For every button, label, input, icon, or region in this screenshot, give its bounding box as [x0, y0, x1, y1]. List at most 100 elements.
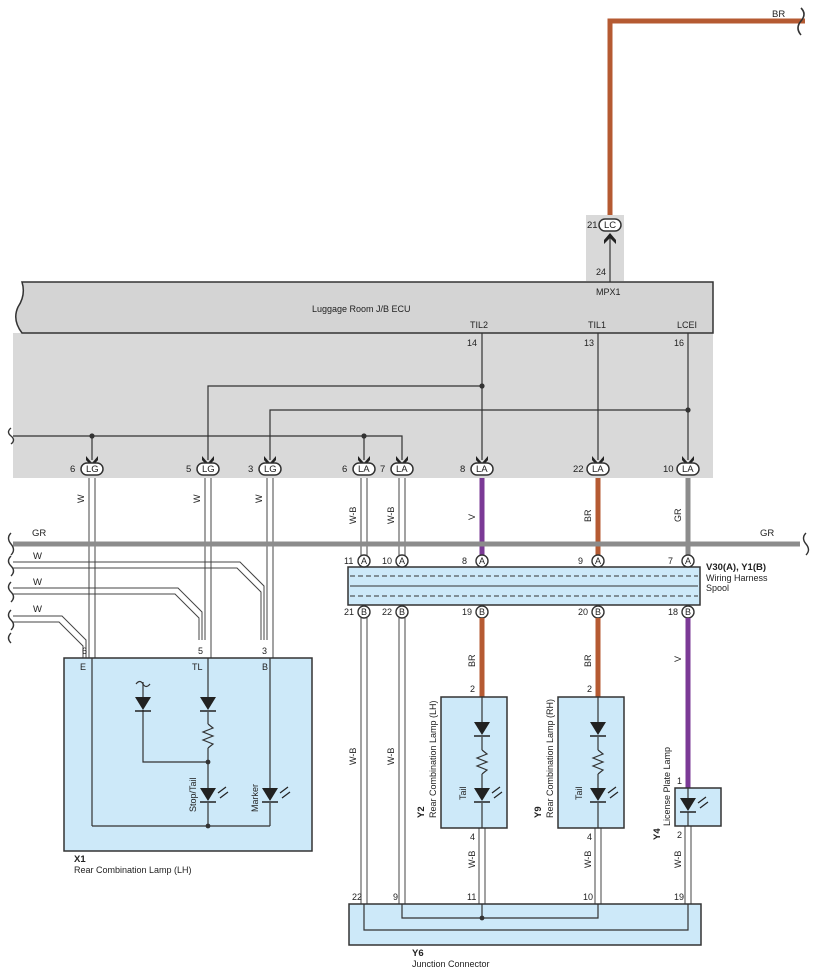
br-supply-wire: BR: [607, 7, 805, 222]
y6-id: Y6: [412, 948, 424, 959]
ecu-connector-num: 6: [70, 464, 75, 475]
ecu-pin-label-til1: TIL1: [588, 320, 606, 330]
ecu-connector-la-7: LA 7: [380, 456, 414, 476]
spool-bottom-pin-19: B19: [462, 605, 489, 619]
gr-bus-line: GR GR: [7, 528, 810, 556]
ecu-connector-code: LA: [396, 464, 408, 475]
y2-pin-top: 2: [470, 684, 475, 694]
y6-pin-10: 10: [583, 892, 593, 902]
ecu-connector-num: 7: [380, 464, 385, 475]
spool-pin-code: A: [399, 556, 405, 566]
wire-label-7: BR: [583, 509, 593, 522]
gr-left-label: GR: [32, 528, 46, 539]
y6-junction-connector: 22 9 11 10 19 Y6 Junction Connector: [348, 892, 702, 969]
spool-top-pin-11: A11: [344, 554, 371, 568]
ecu-pin-label-lcei: LCEI: [677, 320, 697, 330]
ecu-connector-code: LA: [476, 464, 488, 475]
ecu-pin-num-13: 13: [584, 338, 594, 348]
wire-label-y4-v: V: [673, 656, 683, 662]
x1-name: Rear Combination Lamp (LH): [74, 865, 192, 875]
ecu-connector-la-8: LA 8: [460, 456, 494, 476]
spool-pin-num: 10: [382, 556, 392, 566]
ecu-connector-code: LG: [86, 464, 99, 475]
wiring-harness-spool: V30(A), Y1(B) Wiring Harness Spool: [347, 562, 768, 606]
w-feed-label-2: W: [33, 577, 42, 588]
y4-pin-bottom: 2: [677, 830, 682, 840]
wire-label-wb-5: W-B: [673, 851, 683, 868]
ecu-connector-num: 8: [460, 464, 465, 475]
ecu-pin-num-14: 14: [467, 338, 477, 348]
ecu-connector-num: 22: [573, 464, 584, 475]
x1-bulb-stop-tail: Stop/Tail: [188, 777, 198, 812]
spool-title: V30(A), Y1(B): [706, 562, 766, 573]
ecu-pin-num-16: 16: [674, 338, 684, 348]
spool-pin-code: B: [595, 607, 601, 617]
ecu-connector-la-6: LA6: [342, 456, 376, 476]
x1-pin-num-6: 6: [82, 646, 87, 656]
spool-bottom-pin-20: B20: [578, 605, 605, 619]
wire-label-5: W-B: [386, 507, 396, 524]
ecu-connector-code: LG: [202, 464, 215, 475]
x1-rear-combination-lamp: 6 5 3 E TL B Stop/: [63, 646, 313, 875]
spool-line2: Spool: [706, 583, 729, 593]
wire-label-y2-br: BR: [467, 654, 477, 667]
ecu-pin-label-til2: TIL2: [470, 320, 488, 330]
w-feed-label-3: W: [33, 604, 42, 615]
y9-pin-bottom: 4: [587, 832, 592, 842]
y6-pin-9: 9: [393, 892, 398, 902]
x1-pin-label-b: B: [262, 662, 268, 672]
y9-bulb: Tail: [574, 786, 584, 800]
y6-name: Junction Connector: [412, 959, 490, 969]
wire-label-wb-1: W-B: [348, 748, 358, 765]
ecu-connector-code: LA: [682, 464, 694, 475]
spool-top-pin-10: A 10: [382, 554, 409, 568]
spool-pin-code: B: [361, 607, 367, 617]
spool-pin-num: 9: [578, 556, 583, 566]
y6-pin-11: 11: [467, 892, 476, 902]
spool-pin-num: 22: [382, 607, 392, 617]
ecu-connector-lg-5: LG 5: [186, 456, 220, 476]
spool-pin-code: B: [399, 607, 405, 617]
spool-pin-code: B: [685, 607, 691, 617]
spool-pin-num: 19: [462, 607, 472, 617]
ecu-top-pin-label: MPX1: [596, 287, 621, 297]
spool-pin-code: A: [479, 556, 485, 566]
y9-id: Y9: [533, 806, 544, 818]
top-connector-num: 21: [587, 220, 598, 231]
ecu-connector-num: 6: [342, 464, 347, 475]
x1-id: X1: [74, 854, 86, 865]
wire-label-6: V: [467, 514, 477, 520]
wire-label-4: W-B: [348, 507, 358, 524]
x1-pin-label-e: E: [80, 662, 86, 672]
x1-pin-num-3: 3: [262, 646, 267, 656]
wires-spool-to-lamps: BR BR V W-B W-B W-B W-B W-B: [348, 618, 692, 930]
y2-bulb: Tail: [458, 786, 468, 800]
spool-bottom-pin-18: B 18: [668, 605, 695, 619]
wires-ecu-to-spool: W W W W-B W-B V BR GR: [76, 478, 691, 658]
spool-pin-code: A: [685, 556, 691, 566]
spool-pin-code: A: [361, 556, 367, 566]
wire-label-wb-4: W-B: [583, 851, 593, 868]
y9-name: Rear Combination Lamp (RH): [545, 699, 555, 818]
spool-pin-code: A: [595, 556, 601, 566]
y4-id: Y4: [652, 828, 663, 840]
y4-license-plate-lamp: 1 2 Y4 License Plate Lamp: [652, 747, 722, 840]
ecu-connector-lg-6: LG 6: [70, 456, 104, 476]
wire-label-3: W: [254, 494, 264, 503]
spool-bottom-pin-22: B 22: [382, 605, 409, 619]
ecu-junction-dots: [89, 383, 691, 439]
y9-pin-top: 2: [587, 684, 592, 694]
w-feed-label-1: W: [33, 551, 42, 562]
y9-rear-combination-lamp: 2 Tail 4 Y9 Rear Combination Lamp (RH): [533, 684, 625, 842]
y2-id: Y2: [416, 806, 427, 818]
ecu-connector-num: 5: [186, 464, 191, 475]
spool-pin-num: 18: [668, 607, 678, 617]
spool-pin-num: 8: [462, 556, 467, 566]
ecu-connector-code: LG: [264, 464, 277, 475]
y6-pin-19: 19: [674, 892, 684, 902]
br-wire-label: BR: [772, 9, 785, 20]
